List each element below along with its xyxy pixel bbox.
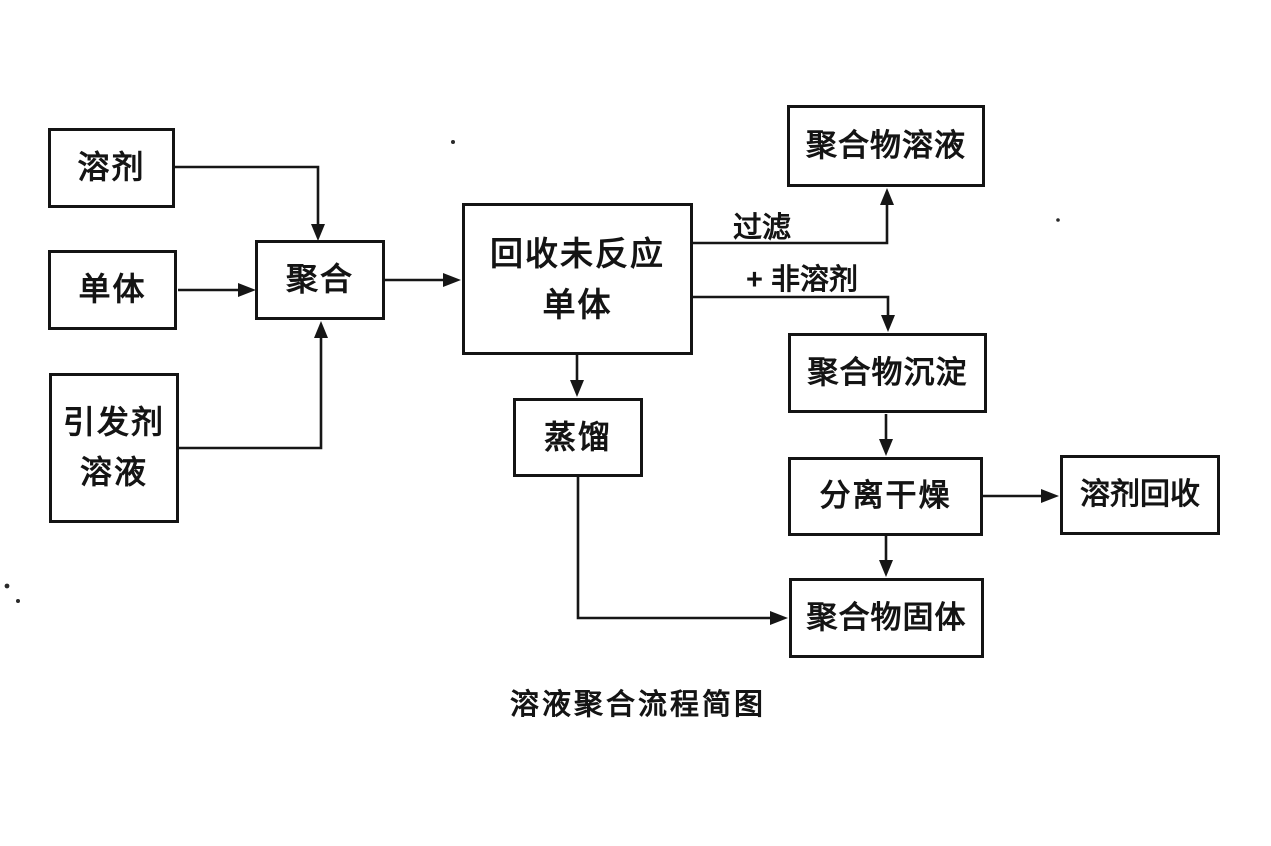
arrow-separation-to-solvent-recovery bbox=[983, 489, 1059, 503]
node-separation-drying: 分离干燥 bbox=[788, 457, 983, 536]
node-polymerization: 聚合 bbox=[255, 240, 385, 320]
node-monomer: 单体 bbox=[48, 250, 177, 330]
arrow-polymerization-to-recover bbox=[385, 273, 461, 287]
arrow-initiator-to-polymerization bbox=[179, 321, 328, 450]
arrow-recover-to-distillation bbox=[570, 355, 584, 397]
node-initiator-solution: 引发剂 溶液 bbox=[49, 373, 179, 523]
arrow-monomer-to-polymerization bbox=[178, 283, 256, 297]
arrow-nonsolvent-to-polymer-precipitate bbox=[693, 295, 895, 332]
arrow-filtration-to-polymer-solution bbox=[693, 188, 894, 245]
diagram-title: 溶液聚合流程简图 bbox=[509, 689, 766, 721]
arrow-distillation-to-polymer-solid bbox=[576, 477, 788, 625]
arrow-precipitate-to-separation bbox=[879, 414, 893, 456]
arrow-solvent-to-polymerization bbox=[175, 165, 325, 241]
node-polymer-solution: 聚合物溶液 bbox=[787, 105, 985, 187]
node-polymer-solid: 聚合物固体 bbox=[789, 578, 984, 658]
scan-speck bbox=[4, 140, 1060, 603]
node-solvent: 溶剂 bbox=[48, 128, 175, 208]
node-distillation: 蒸馏 bbox=[513, 398, 643, 477]
arrow-separation-to-polymer-solid bbox=[879, 536, 893, 577]
node-recover-unreacted-monomer: 回收未反应 单体 bbox=[462, 203, 693, 355]
edge-label-filtration: 过滤 bbox=[732, 212, 791, 244]
edge-label-plus-nonsolvent: + 非溶剂 bbox=[746, 264, 858, 296]
node-polymer-precipitate: 聚合物沉淀 bbox=[788, 333, 987, 413]
node-solvent-recovery: 溶剂回收 bbox=[1060, 455, 1220, 535]
